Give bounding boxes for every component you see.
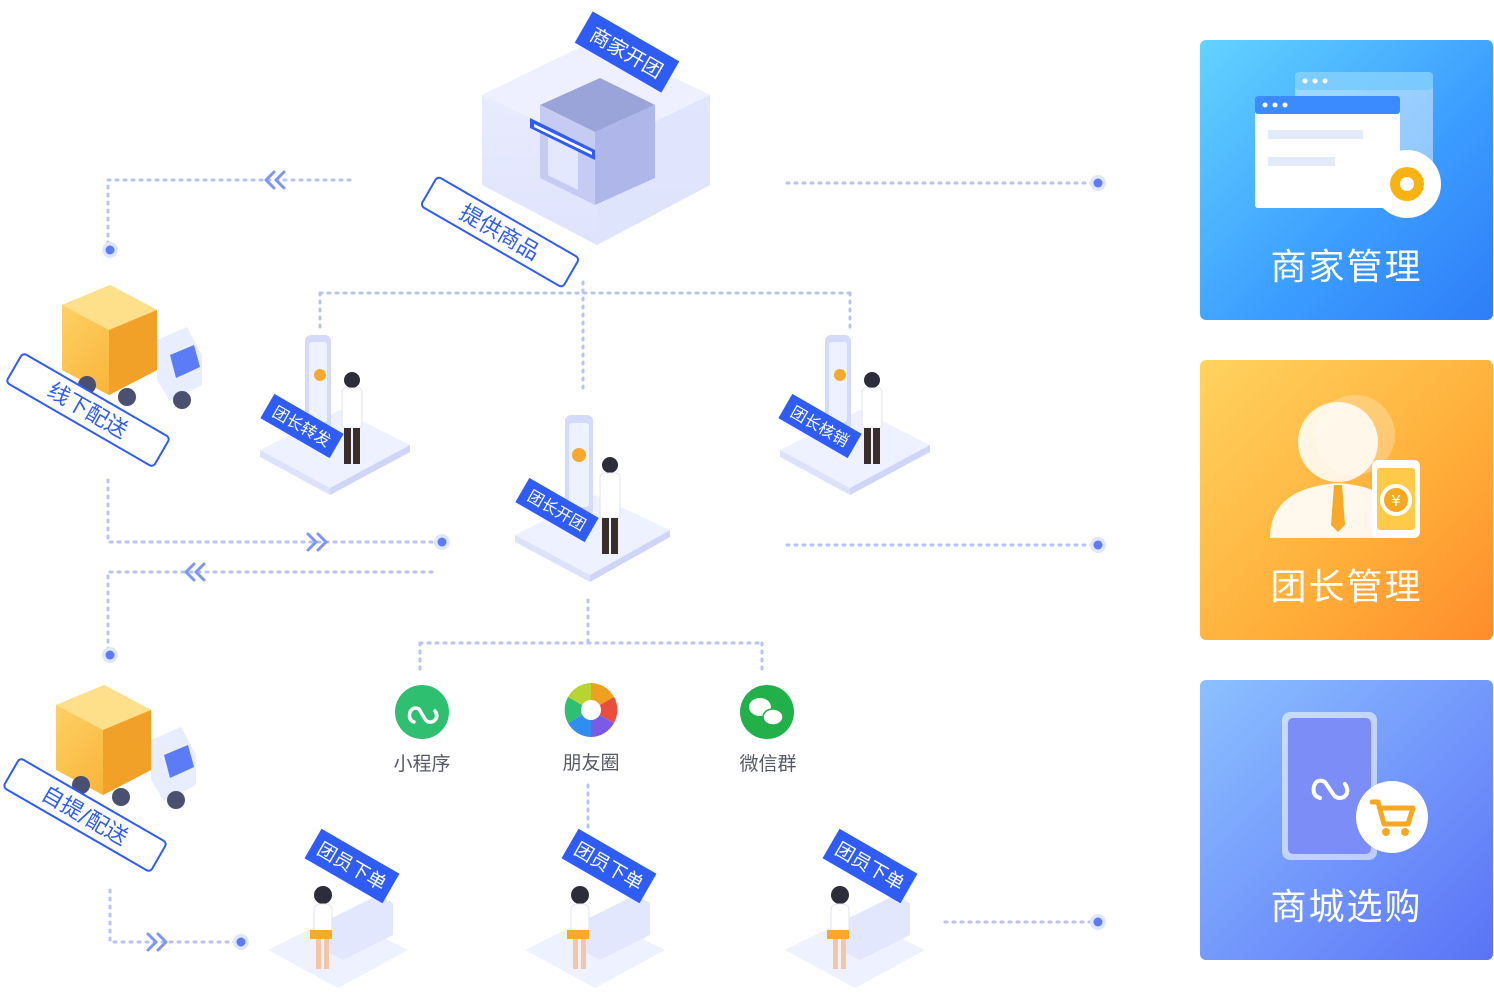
leader-avatar-icon: ¥ bbox=[1270, 395, 1420, 538]
channel-label: 微信群 bbox=[739, 753, 796, 775]
browser-settings-icon bbox=[1255, 72, 1441, 218]
arrow-right-icon bbox=[146, 932, 168, 952]
member-illustration bbox=[268, 886, 408, 988]
arrow-right-icon bbox=[306, 532, 328, 552]
truck-icon bbox=[56, 685, 196, 809]
leader-verify-illustration bbox=[780, 335, 930, 495]
channel-label: 朋友圈 bbox=[562, 752, 619, 774]
arrow-left-icon bbox=[264, 170, 286, 190]
svg-text:¥: ¥ bbox=[1391, 492, 1401, 510]
merchant-management-card[interactable]: 商家管理 bbox=[1200, 40, 1493, 320]
mini-program-icon bbox=[1311, 778, 1350, 800]
card-title: 商家管理 bbox=[1270, 247, 1423, 288]
truck-icon bbox=[62, 285, 202, 409]
card-title: 团长管理 bbox=[1270, 567, 1423, 608]
channel-wechat-group: 微信群 bbox=[739, 685, 797, 775]
gear-icon bbox=[1390, 167, 1424, 201]
cart-icon bbox=[1369, 799, 1416, 827]
channel-label: 小程序 bbox=[393, 753, 450, 775]
moments-icon bbox=[564, 683, 618, 737]
endpoint-dot bbox=[102, 647, 118, 663]
endpoint-dot bbox=[102, 242, 118, 258]
leader-forward-illustration bbox=[260, 335, 410, 495]
endpoint-dot bbox=[233, 934, 249, 950]
endpoint-dot bbox=[1090, 914, 1106, 930]
endpoint-dot bbox=[434, 534, 450, 550]
member-illustration bbox=[785, 886, 925, 988]
member-illustration bbox=[525, 886, 665, 988]
yen-coin-icon bbox=[1384, 488, 1408, 512]
arrow-icons bbox=[146, 170, 328, 952]
endpoint-dot bbox=[1090, 175, 1106, 191]
endpoint-dot bbox=[1090, 537, 1106, 553]
leader-open-illustration bbox=[515, 415, 670, 582]
mall-shopping-card[interactable]: 商城选购 bbox=[1200, 680, 1493, 960]
card-title: 商城选购 bbox=[1270, 887, 1423, 928]
leader-management-card[interactable]: ¥ 团长管理 bbox=[1200, 360, 1493, 640]
store-illustration bbox=[482, 40, 710, 245]
connector-lines bbox=[106, 178, 1100, 944]
arrow-left-icon bbox=[184, 562, 206, 582]
endpoint-dots bbox=[102, 175, 1106, 950]
channel-moments: 朋友圈 bbox=[562, 683, 620, 774]
channel-mini-program: 小程序 bbox=[393, 685, 451, 775]
phone-cart-icon bbox=[1282, 712, 1428, 860]
